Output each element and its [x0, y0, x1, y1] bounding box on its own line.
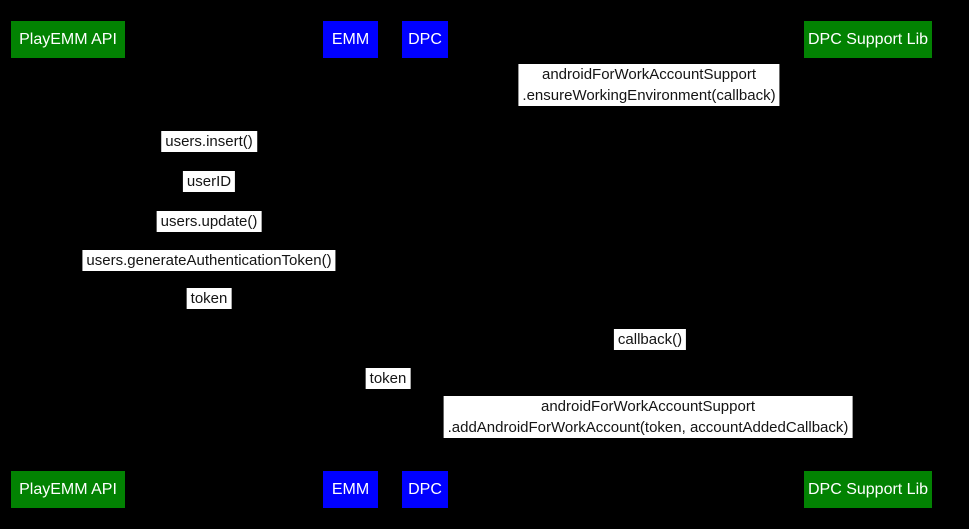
message-users-insert: users.insert() [161, 131, 257, 152]
message-token-to-emm: token [186, 288, 232, 309]
actor-label: EMM [331, 30, 370, 48]
lifeline-dpc-support-lib [868, 58, 869, 471]
message-line: users.update() [160, 213, 258, 230]
message-generate-authentication-token: users.generateAuthenticationToken() [82, 250, 336, 271]
actor-dpc-top: DPC [402, 21, 448, 58]
message-users-update: users.update() [156, 211, 262, 232]
message-line: token [190, 290, 228, 307]
message-line: token [369, 370, 407, 387]
actor-label: EMM [331, 480, 370, 498]
lifeline-dpc [425, 58, 426, 471]
message-ensure-working-environment: androidForWorkAccountSupport .ensureWork… [518, 64, 780, 106]
actor-dpc-support-lib-bottom: DPC Support Lib [804, 471, 932, 508]
actor-label: PlayEMM API [19, 30, 117, 48]
actor-label: DPC [408, 480, 442, 498]
lifeline-playemm-api [68, 58, 69, 471]
message-line: androidForWorkAccountSupport [541, 66, 756, 83]
message-callback: callback() [613, 329, 687, 350]
actor-playemm-api-bottom: PlayEMM API [11, 471, 125, 508]
message-line: users.generateAuthenticationToken() [86, 252, 332, 269]
actor-label: PlayEMM API [19, 480, 117, 498]
message-line: users.insert() [165, 133, 253, 150]
actor-label: DPC Support Lib [807, 480, 929, 498]
actor-playemm-api-top: PlayEMM API [11, 21, 125, 58]
actor-dpc-support-lib-top: DPC Support Lib [804, 21, 932, 58]
lifeline-emm [350, 58, 351, 471]
message-token-to-dpc: token [365, 368, 411, 389]
message-line: callback() [617, 331, 683, 348]
actor-dpc-bottom: DPC [402, 471, 448, 508]
actor-label: DPC [408, 30, 442, 48]
message-line: .addAndroidForWorkAccount(token, account… [447, 419, 849, 436]
actor-emm-top: EMM [323, 21, 378, 58]
message-add-android-for-work-account: androidForWorkAccountSupport .addAndroid… [443, 396, 853, 438]
actor-emm-bottom: EMM [323, 471, 378, 508]
message-line: userID [186, 173, 232, 190]
message-line: .ensureWorkingEnvironment(callback) [522, 87, 776, 104]
message-line: androidForWorkAccountSupport [541, 398, 755, 415]
message-userid: userID [182, 171, 236, 192]
actor-label: DPC Support Lib [807, 30, 929, 48]
